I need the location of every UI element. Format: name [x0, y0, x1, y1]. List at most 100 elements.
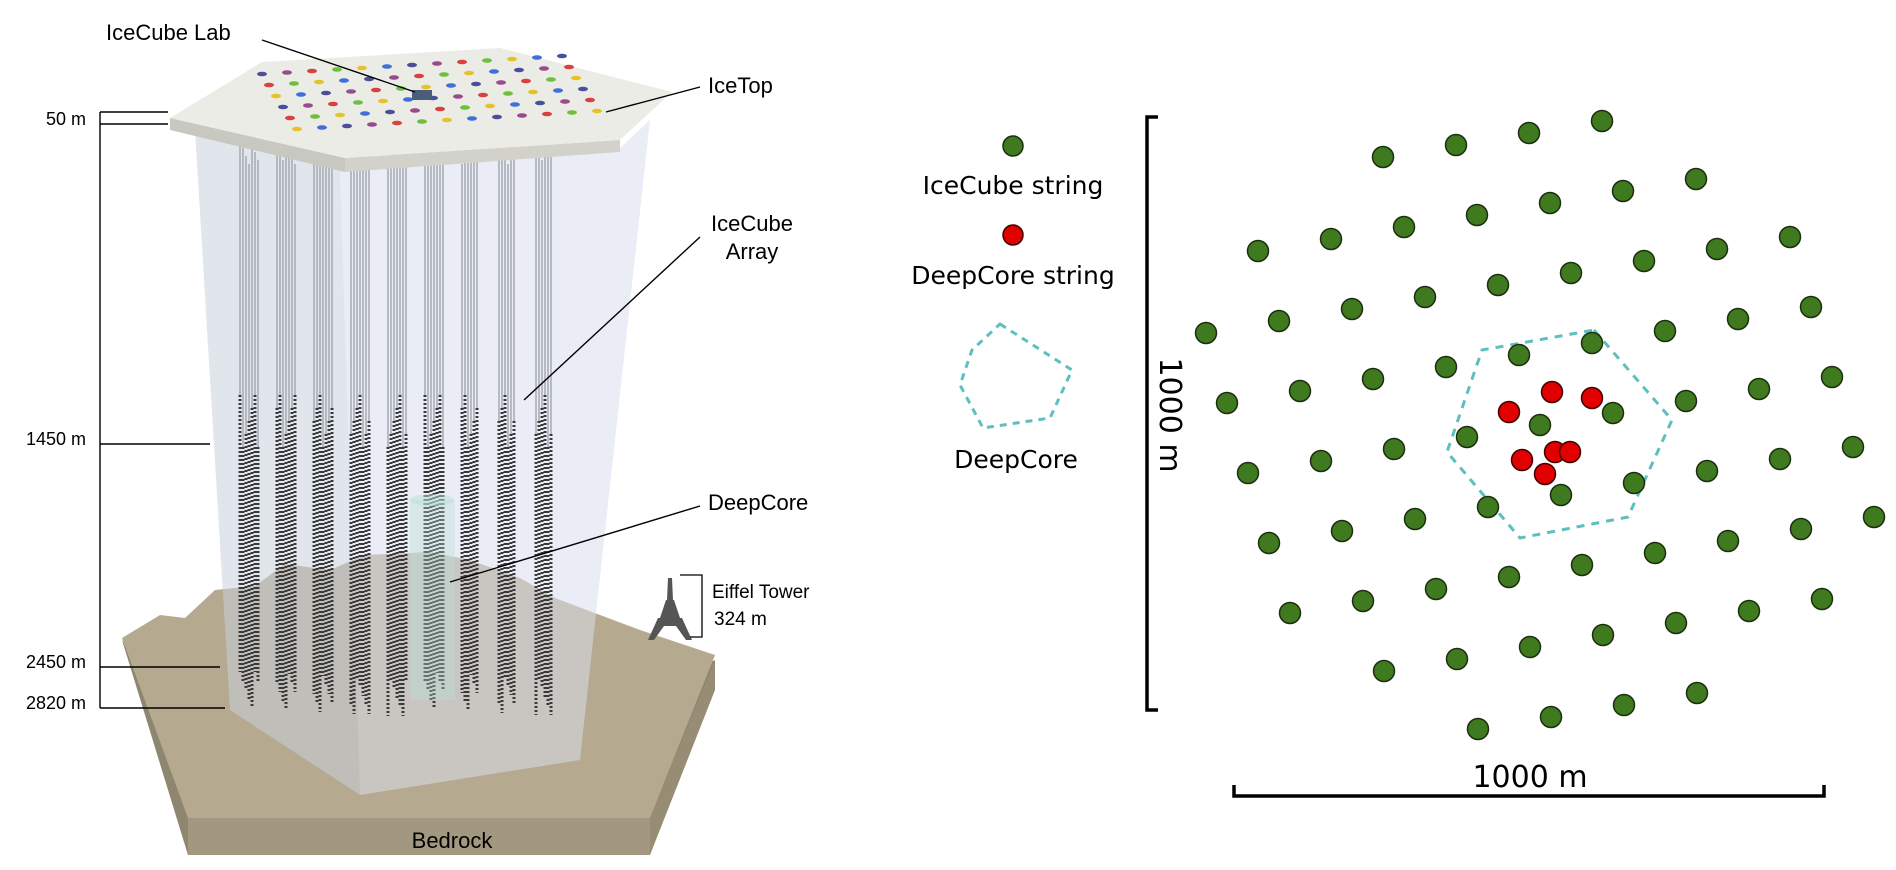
icetop-tank	[521, 78, 531, 84]
depth-label-1450: 1450 m	[26, 429, 86, 449]
icecube-string	[1466, 717, 1490, 741]
icetop-tank	[546, 77, 556, 82]
icetop-tank	[371, 87, 381, 93]
icecube-string	[1611, 179, 1635, 203]
icetop-tank	[482, 58, 492, 63]
icecube-string	[1810, 587, 1834, 611]
deepcore-cylinder-top	[410, 494, 454, 506]
icetop-tank	[442, 117, 452, 123]
icetop-tank	[457, 59, 467, 65]
icetop-tank	[496, 80, 506, 85]
icecube-string	[1528, 413, 1552, 437]
icetop-tank	[389, 75, 399, 80]
icetop-tank	[257, 71, 267, 77]
icecube-string	[1330, 519, 1354, 543]
icecube-string	[1820, 365, 1844, 389]
icecube-string	[1518, 635, 1542, 659]
icecube-string	[1664, 611, 1688, 635]
icecube-string	[1424, 577, 1448, 601]
deepcore-string-markers	[1497, 380, 1604, 486]
icetop-tank	[353, 100, 363, 105]
legend-deepcore-marker	[1002, 224, 1024, 246]
icetop-tank	[510, 102, 520, 107]
icetop-tank	[539, 66, 549, 71]
icecube-string	[1257, 531, 1281, 555]
icetop-tank	[292, 126, 302, 132]
icecube-string	[1455, 425, 1479, 449]
icecube-string	[1549, 483, 1573, 507]
icecube-string	[1539, 705, 1563, 729]
icecube-string	[1351, 589, 1375, 613]
icecube-string	[1601, 401, 1625, 425]
icetop-tank	[560, 99, 570, 104]
surface-right-face	[345, 140, 620, 172]
icetop-tank	[567, 110, 577, 115]
bedrock-label: Bedrock	[412, 828, 494, 853]
deepcore-region-outline	[1445, 328, 1674, 540]
icetop-tank	[342, 123, 352, 129]
icetop-tank	[367, 122, 377, 127]
icetop-tank	[346, 89, 356, 94]
icetop-tank	[282, 70, 292, 75]
icecube-string	[1799, 295, 1823, 319]
eiffel-bracket	[680, 574, 703, 638]
icetop-tank	[542, 111, 552, 117]
icecube-array-label-line2: Array	[726, 239, 779, 264]
icecube-string	[1267, 309, 1291, 333]
legend-deepcore-region-label: DeepCore	[954, 445, 1078, 474]
icetop-tank	[485, 103, 495, 109]
legend-icecube-label: IceCube string	[923, 171, 1104, 200]
icetop-tank	[382, 64, 392, 69]
icetop-tank	[414, 73, 424, 79]
scale-bars	[1145, 115, 1826, 798]
icetop-tank	[332, 67, 342, 72]
eiffel-tower-icon	[648, 578, 692, 640]
icetop-tanks	[257, 53, 602, 132]
icecube-string	[1392, 215, 1416, 239]
icecube-string	[1434, 355, 1458, 379]
icecube-lab-building	[412, 90, 432, 100]
icecube-string	[1465, 203, 1489, 227]
icecube-string	[1590, 109, 1614, 133]
icetop-tank	[314, 79, 324, 85]
icetop-tank	[578, 86, 588, 92]
icetop-tank	[553, 88, 563, 93]
icecube-string	[1194, 321, 1218, 345]
icecube-string	[1580, 331, 1604, 355]
icecube-string	[1632, 249, 1656, 273]
vertical-scale-label: 1000 m	[1152, 357, 1187, 472]
icetop-tank	[392, 120, 402, 126]
icetop-tank	[446, 83, 456, 88]
icetop-tank	[503, 91, 513, 96]
icecube-lab-label: IceCube Lab	[106, 20, 231, 45]
icetop-tank	[328, 101, 338, 107]
icetop-tank	[592, 108, 602, 114]
horizontal-scale-label: 1000 m	[1472, 760, 1587, 795]
icetop-tank	[432, 61, 442, 66]
icetop-tank	[385, 109, 395, 115]
ice-volume-right-face	[340, 120, 650, 795]
icetop-tank	[528, 89, 538, 95]
icecube-string	[1747, 377, 1771, 401]
icecube-string	[1444, 133, 1468, 157]
icetop-tank	[360, 111, 370, 116]
icecube-string	[1622, 471, 1646, 495]
icecube-string	[1685, 681, 1709, 705]
icetop-tank	[460, 105, 470, 110]
icetop-tank	[517, 113, 527, 118]
deepcore-label: DeepCore	[708, 490, 808, 515]
icecube-string	[1716, 529, 1740, 553]
icecube-string	[1778, 225, 1802, 249]
bedrock-bottom-face	[188, 818, 650, 855]
icetop-tank	[378, 98, 388, 104]
depth-label-50: 50 m	[46, 109, 86, 129]
icetop-tank	[507, 56, 517, 62]
icetop-tank	[407, 62, 417, 68]
icecube-string	[1236, 461, 1260, 485]
vertical-scale-bar	[1145, 115, 1158, 712]
icetop-tank	[403, 97, 413, 102]
deepcore-string	[1497, 400, 1521, 424]
icecube-string	[1653, 319, 1677, 343]
deepcore-leader	[449, 505, 701, 583]
icetop-tank	[535, 100, 545, 106]
